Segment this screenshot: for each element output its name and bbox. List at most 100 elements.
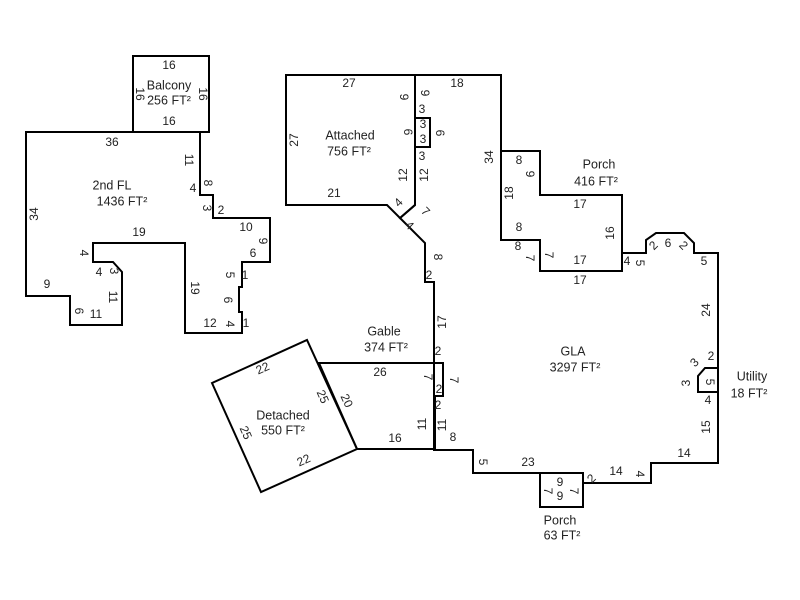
dimension-label: 2 xyxy=(435,398,442,412)
dimension-label: 9 xyxy=(557,475,564,489)
dimension-label: 3 xyxy=(419,102,426,116)
dimension-label: 16 xyxy=(162,114,176,128)
dimension-label: 3 xyxy=(420,117,427,131)
area-label-gable: Gable 374 FT² xyxy=(364,324,408,354)
dimension-label: 18 xyxy=(450,76,464,90)
area-name: Gable xyxy=(367,324,400,338)
dimension-label: 8 xyxy=(450,430,457,444)
dimension-label: 6 xyxy=(401,129,415,136)
dimension-label: 3 xyxy=(679,379,693,386)
dimension-label: 6 xyxy=(250,246,257,260)
area-name: Utility xyxy=(737,369,768,383)
dimension-label: 9 xyxy=(397,94,411,101)
area-label-detached: Detached 550 FT² xyxy=(256,408,310,437)
area-name: GLA xyxy=(560,344,586,358)
area-size: 18 FT² xyxy=(731,386,768,400)
dimension-label: 2 xyxy=(435,344,442,358)
dimension-label: 2 xyxy=(646,238,661,253)
area-label-utility: Utility 18 FT² xyxy=(731,369,768,400)
dimension-label: 7 xyxy=(541,488,555,495)
dimension-label: 19 xyxy=(132,225,146,239)
porch-63-outline xyxy=(539,472,584,508)
dimension-label: 9 xyxy=(418,90,432,97)
dimension-label: 7 xyxy=(523,255,537,262)
dimension-label: 9 xyxy=(523,171,537,178)
dimensions-porch-416: 8 9 18 17 16 8 8 7 7 17 17 xyxy=(502,153,617,287)
dimension-label: 34 xyxy=(27,207,41,221)
dimension-label: 7 xyxy=(418,204,433,219)
dimension-label: 7 xyxy=(542,252,556,259)
dimension-label: 10 xyxy=(239,220,253,234)
dimension-label: 8 xyxy=(201,180,215,187)
dimension-label: 25 xyxy=(314,388,332,406)
dimension-label: 5 xyxy=(223,272,237,279)
dimension-label: 4 xyxy=(223,321,237,328)
dimension-label: 3 xyxy=(107,268,121,275)
detached-outline xyxy=(210,338,359,494)
area-name: Porch xyxy=(583,157,616,171)
dimension-label: 3 xyxy=(420,132,427,146)
dimension-label: 5 xyxy=(701,254,708,268)
dimension-label: 12 xyxy=(417,168,431,182)
dimension-label: 11 xyxy=(435,418,449,431)
dimension-label: 7 xyxy=(567,488,581,495)
area-size: 1436 FT² xyxy=(97,194,148,208)
dimension-label: 4 xyxy=(77,250,91,257)
area-name: Detached xyxy=(256,408,310,422)
area-name: Attached xyxy=(325,128,374,142)
dimension-label: 8 xyxy=(516,153,523,167)
area-name: Porch xyxy=(544,513,577,527)
dimension-label: 4 xyxy=(402,218,417,233)
dimension-label: 16 xyxy=(133,87,147,101)
dimension-label: 9 xyxy=(44,277,51,291)
dimension-label: 4 xyxy=(96,265,103,279)
dimension-label: 3 xyxy=(687,355,702,370)
area-label-porch-416: Porch 416 FT² xyxy=(574,157,618,188)
dimensions-detached: 22 25 25 22 xyxy=(237,359,332,469)
dimension-label: 4 xyxy=(391,195,406,210)
dimension-label: 4 xyxy=(633,471,647,478)
dimension-label: 21 xyxy=(327,186,341,200)
dimension-label: 17 xyxy=(573,273,587,287)
area-size: 374 FT² xyxy=(364,340,408,354)
dimension-label: 22 xyxy=(254,359,272,377)
dimension-label: 15 xyxy=(699,420,713,434)
dimension-label: 12 xyxy=(396,168,410,182)
dimension-label: 23 xyxy=(521,455,535,469)
dimension-label: 5 xyxy=(476,459,490,466)
dimension-label: 5 xyxy=(633,260,647,267)
dimension-label: 7 xyxy=(447,377,461,384)
dimension-label: 27 xyxy=(287,133,301,147)
dimension-label: 11 xyxy=(90,307,103,321)
dimension-label: 1 xyxy=(243,316,250,330)
area-size: 550 FT² xyxy=(261,423,305,437)
dimension-label: 34 xyxy=(482,150,496,164)
dimension-label: 6 xyxy=(665,236,672,250)
area-size: 416 FT² xyxy=(574,174,618,188)
dimension-label: 16 xyxy=(196,87,210,101)
dimensions-porch-63: 9 9 7 7 xyxy=(541,475,581,503)
area-label-second-floor: 2nd FL 1436 FT² xyxy=(93,178,148,208)
dimension-label: 11 xyxy=(106,291,120,304)
dimensions-gla: 18 34 2 8 17 2 7 2 11 8 5 23 2 14 4 14 1… xyxy=(426,76,715,486)
dimension-label: 3 xyxy=(419,149,426,163)
dimension-label: 16 xyxy=(162,58,176,72)
area-name: Balcony xyxy=(147,78,192,92)
dimension-label: 4 xyxy=(705,393,712,407)
second-floor-outline xyxy=(25,131,271,334)
dimension-label: 11 xyxy=(415,417,429,430)
area-size: 63 FT² xyxy=(544,528,581,542)
dimensions-second-floor: 36 11 4 8 3 2 10 9 6 5 1 6 12 4 1 19 19 … xyxy=(27,135,270,330)
area-size: 756 FT² xyxy=(327,144,371,158)
dimension-label: 17 xyxy=(573,253,587,267)
dimension-label: 9 xyxy=(256,238,270,245)
dimension-label: 27 xyxy=(342,76,356,90)
dimensions-gable: 26 20 7 2 16 11 xyxy=(338,365,443,445)
dimension-label: 4 xyxy=(624,254,631,268)
dimension-label: 5 xyxy=(703,379,717,386)
area-name: 2nd FL xyxy=(93,178,132,192)
dimensions-utility: 5 xyxy=(703,379,717,386)
dimension-label: 14 xyxy=(677,446,691,460)
dimension-label: 3 xyxy=(200,205,214,212)
